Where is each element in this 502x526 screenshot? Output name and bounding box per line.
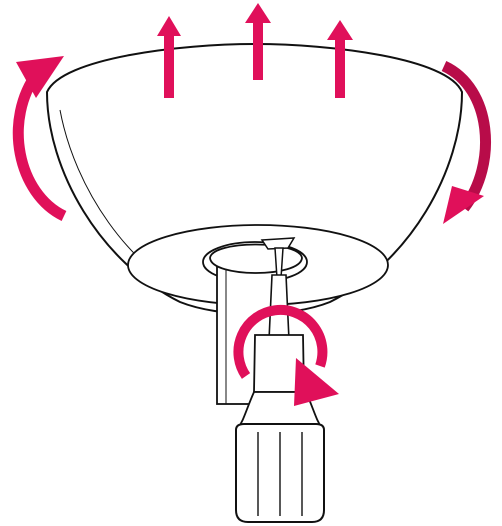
screw-shaft (274, 247, 284, 279)
left-rotation-arrow-icon (12, 56, 67, 221)
screw-rotation-arrow-icon (233, 304, 339, 406)
up-arrow-center-icon (245, 3, 271, 80)
up-arrow-left-icon (157, 16, 181, 98)
up-arrow-right-icon (327, 20, 353, 98)
right-rotation-arrow-icon (441, 61, 492, 224)
screw-head (260, 237, 296, 250)
pole-collar (209, 243, 303, 274)
screwdriver (235, 274, 325, 523)
up-arrows (157, 3, 353, 98)
set-screw (260, 237, 296, 279)
